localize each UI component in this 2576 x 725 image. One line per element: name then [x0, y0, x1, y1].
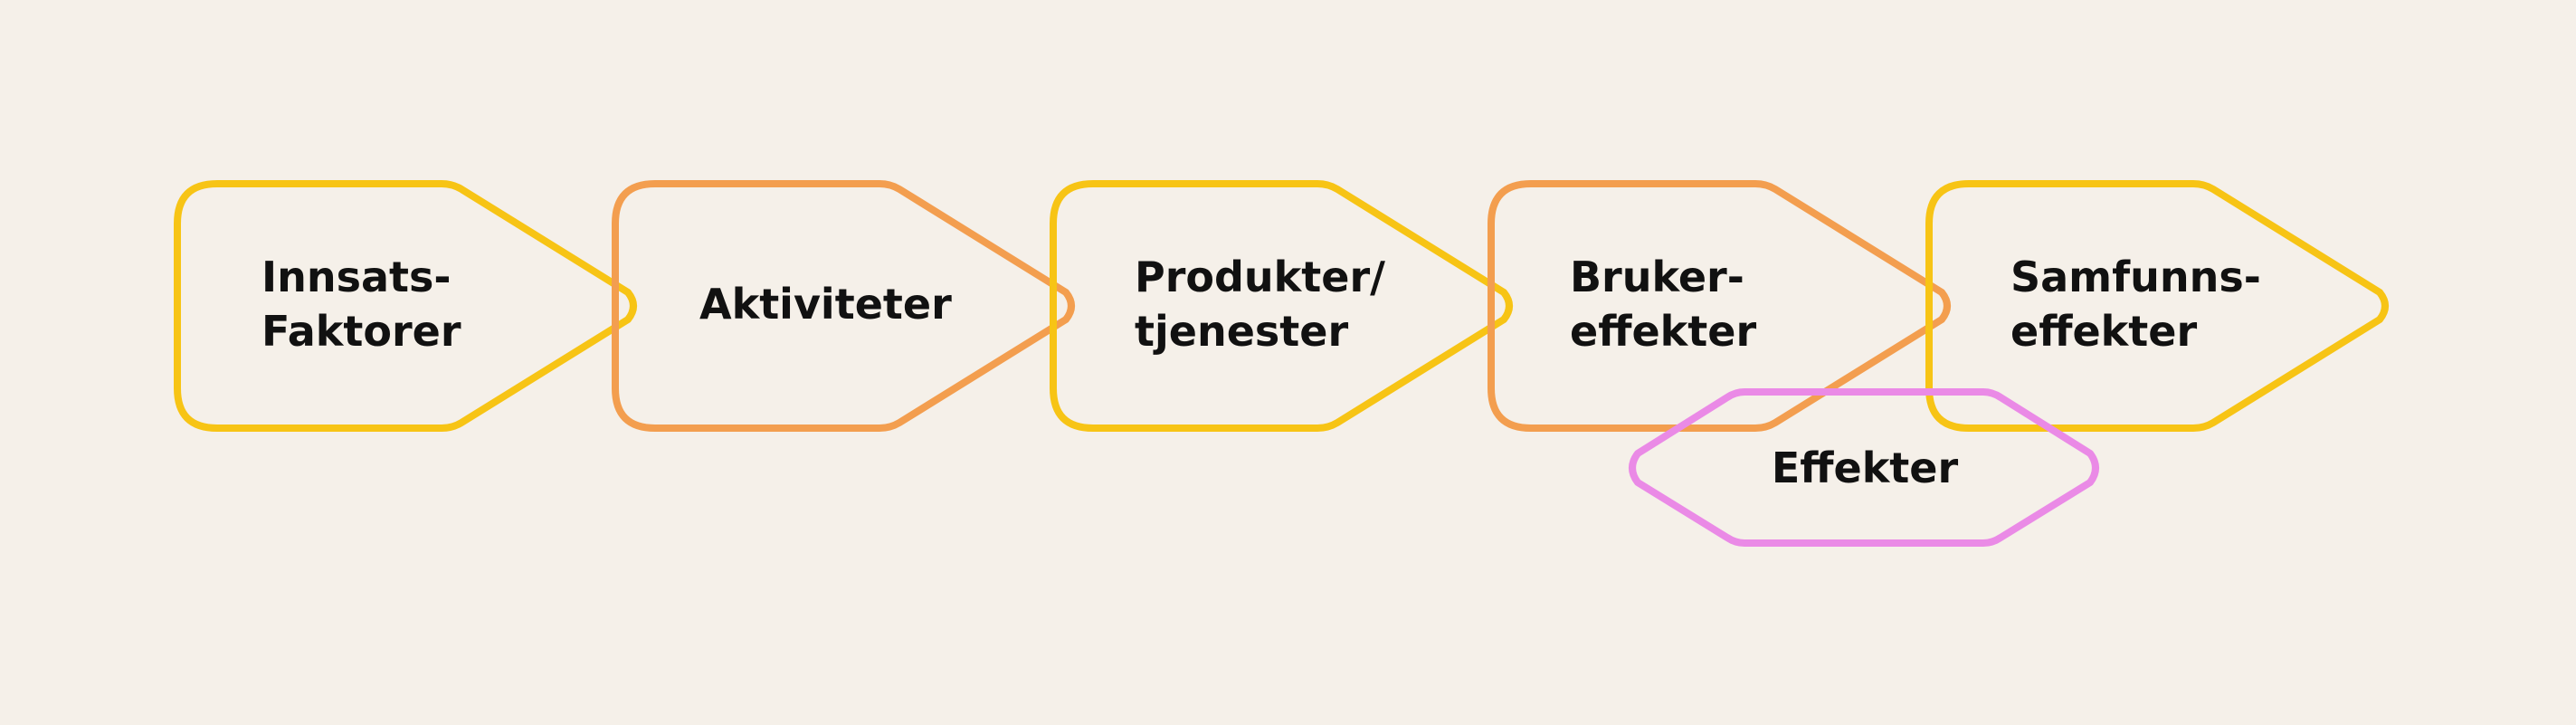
stage-produkter-tjenester-label-line-2: tjenester	[1135, 307, 1348, 356]
effects-hexagon	[1629, 388, 2099, 547]
effects-group: Effekter	[1629, 388, 2099, 547]
stage-brukereffekter-label-line-1: Bruker-	[1570, 253, 1744, 301]
stage-produkter-tjenester-arrow	[1050, 180, 1513, 432]
stage-innsatsfaktorer-arrow	[174, 180, 637, 432]
stage-produkter-tjenester-label-line-1: Produkter/	[1135, 253, 1385, 301]
stage-aktiviteter-label: Aktiviteter	[699, 280, 952, 329]
stage-brukereffekter: Bruker- effekter	[1488, 180, 1951, 432]
stage-aktiviteter-arrow	[612, 180, 1075, 432]
stage-innsatsfaktorer-label-line-1: Innsats-	[261, 253, 452, 301]
stage-aktiviteter: Aktiviteter	[612, 180, 1075, 432]
effects-label: Effekter	[1772, 444, 1959, 492]
stage-innsatsfaktorer: Innsats- Faktorer	[174, 180, 637, 432]
stage-samfunnseffekter-arrow	[1925, 180, 2389, 432]
stage-brukereffekter-label-line-2: effekter	[1570, 307, 1756, 356]
stage-brukereffekter-arrow	[1488, 180, 1951, 432]
stage-samfunnseffekter: Samfunns- effekter	[1925, 180, 2389, 432]
stage-samfunnseffekter-label-line-2: effekter	[2010, 307, 2197, 356]
stage-produkter-tjenester: Produkter/ tjenester	[1050, 180, 1513, 432]
stage-samfunnseffekter-label-line-1: Samfunns-	[2010, 253, 2261, 301]
stage-innsatsfaktorer-label-line-2: Faktorer	[261, 307, 461, 356]
